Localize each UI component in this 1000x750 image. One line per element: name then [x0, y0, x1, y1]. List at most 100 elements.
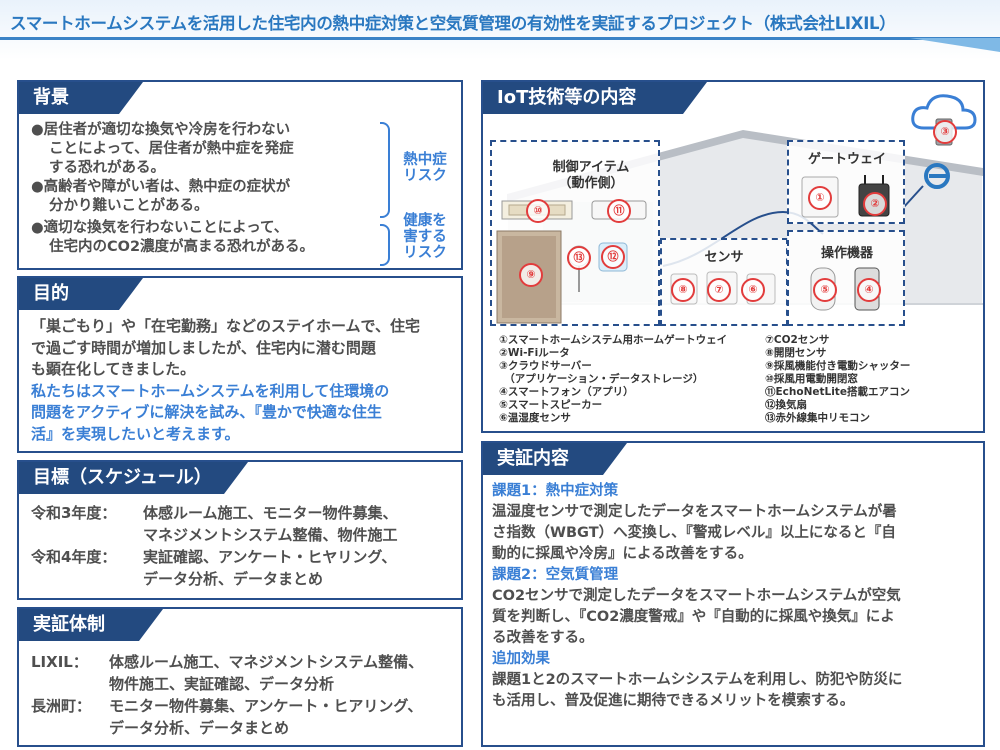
marker-7: ⑦ [707, 278, 731, 302]
risk-text: 害する [403, 229, 447, 245]
purpose-line: で過ごす時間が増加しましたが、住宅内に潜む問題 [31, 338, 376, 357]
marker-3: ③ [933, 120, 957, 144]
marker-1: ① [808, 186, 832, 210]
risk-text: 熱中症 [403, 152, 447, 168]
goal-item: マネジメントシステム整備、物件施工 [143, 526, 398, 544]
legend-item: ⑧開閉センサ [765, 347, 827, 359]
risk-brace-1 [380, 122, 390, 218]
extra-line: も活用し、普及促進に期待できるメリットを模索する。 [492, 693, 855, 709]
structure-item: 物件施工、実証確認、データ分析 [109, 675, 335, 693]
structure-org: 長洲町： [31, 697, 92, 715]
goal-panel: 目標（スケジュール） 令和3年度： 体感ルーム施工、モニター物件募集、 マネジメ… [17, 460, 463, 600]
task1-line: 温湿度センサで測定したデータをスマートホームシステムが暑 [492, 504, 897, 520]
goal-year: 令和4年度： [31, 548, 117, 566]
legend-item: ⑪EchoNetLite搭載エアコン [765, 386, 910, 398]
operation-group [787, 230, 905, 326]
purpose-panel: 目的 「巣ごもり」や「在宅勤務」などのステイホームで、住宅 で過ごす時間が増加し… [17, 276, 463, 453]
task2-title: 課題2：空気質管理 [492, 567, 619, 583]
structure-item: 体感ルーム施工、マネジメントシステム整備、 [109, 653, 424, 671]
cloud-icon [911, 94, 977, 130]
goal-item: データ分析、データまとめ [143, 570, 324, 588]
marker-5: ⑤ [813, 278, 837, 302]
structure-heading: 実証体制 [19, 609, 163, 641]
control-label-line: 制御アイテム [552, 160, 630, 175]
background-panel: 背景 ●居住者が適切な換気や冷房を行わない ことによって、居住者が熱中症を発症 … [17, 80, 463, 270]
demo-panel: 実証内容 課題1：熱中症対策 温湿度センサで測定したデータをスマートホームシステ… [481, 441, 985, 747]
health-risk-label: 健康を 害する リスク [395, 213, 455, 261]
risk-text: 健康を [403, 213, 447, 229]
sensor-label: センサ [704, 250, 744, 265]
background-line: ●居住者が適切な換気や冷房を行わない [31, 122, 291, 138]
marker-6: ⑥ [741, 278, 765, 302]
background-line: 住宅内のCO2濃度が高まる恐れがある。 [49, 239, 315, 255]
legend-item: ⑥温湿度センサ [499, 412, 571, 424]
legend-right: ⑦CO2センサ ⑧開閉センサ ⑨採風機能付き電動シャッター ⑩採風用電動開閉窓 … [765, 334, 910, 425]
task2-line: CO2センサで測定したデータをスマートホームシステムが空気 [492, 588, 901, 604]
task2-line: 質を判断し、『CO2濃度警戒』や『自動的に採風や換気』によ [492, 609, 895, 625]
purpose-heading: 目的 [19, 278, 143, 310]
browser-icon [924, 163, 950, 189]
background-line: 分かり難いことがある。 [49, 198, 209, 214]
task1-title: 課題1：熱中症対策 [492, 483, 619, 499]
purpose-highlight-line: 問題をアクティブに解決を試み、『豊かで快適な住生 [31, 403, 382, 421]
structure-item: データ分析、データまとめ [109, 719, 290, 737]
extra-title: 追加効果 [492, 651, 550, 667]
background-line: する恐れがある。 [49, 160, 165, 176]
task2-line: る改善をする。 [492, 630, 594, 646]
purpose-line: も顕在化してきました。 [31, 360, 196, 378]
marker-9: ⑨ [519, 263, 543, 287]
risk-text: リスク [403, 168, 447, 184]
structure-row: LIXIL： 体感ルーム施工、マネジメントシステム整備、 物件施工、実証確認、デ… [31, 651, 451, 695]
background-bullet-1: ●居住者が適切な換気や冷房を行わない ことによって、居住者が熱中症を発症 する恐… [31, 121, 381, 178]
extra-line: 課題1と2のスマートホームシシステムを利用し、防犯や防災に [492, 672, 903, 688]
goal-row: 令和3年度： 体感ルーム施工、モニター物件募集、 マネジメントシステム整備、物件… [31, 502, 451, 546]
iot-panel: IoT技術等の内容 ③ 制御アイテム （動作側） ⑩ ⑪ ⑨ [481, 80, 985, 433]
demo-heading: 実証内容 [483, 443, 627, 475]
marker-13: ⑬ [567, 246, 591, 270]
purpose-highlight-line: 活』を実現したいと考えます。 [31, 424, 240, 443]
background-body: ●居住者が適切な換気や冷房を行わない ことによって、居住者が熱中症を発症 する恐… [31, 121, 381, 257]
goal-heading: 目標（スケジュール） [19, 462, 248, 494]
legend-item: ⑤スマートスピーカー [499, 399, 603, 411]
legend-item: ③クラウドサーバー [499, 360, 592, 372]
legend-item: （アプリケーション・データストレージ） [499, 373, 704, 385]
goal-item: 実証確認、アンケート・ヒヤリング、 [143, 548, 397, 566]
goal-row: 令和4年度： 実証確認、アンケート・ヒヤリング、 データ分析、データまとめ [31, 546, 451, 590]
demo-body: 課題1：熱中症対策 温湿度センサで測定したデータをスマートホームシステムが暑 さ… [492, 481, 973, 712]
legend-item: ⑫換気扇 [765, 399, 807, 411]
legend-item: ①スマートホームシステム用ホームゲートウェイ [499, 334, 728, 346]
structure-body: LIXIL： 体感ルーム施工、マネジメントシステム整備、 物件施工、実証確認、デ… [31, 651, 451, 739]
background-line: ●適切な換気を行わないことによって、 [31, 220, 289, 236]
goal-body: 令和3年度： 体感ルーム施工、モニター物件募集、 マネジメントシステム整備、物件… [31, 502, 451, 590]
legend-left: ①スマートホームシステム用ホームゲートウェイ ②Wi-Fiルータ ③クラウドサー… [499, 334, 727, 425]
legend-item: ⑬赤外線集中リモコン [765, 412, 870, 424]
control-group-label: 制御アイテム （動作側） [541, 160, 641, 192]
structure-panel: 実証体制 LIXIL： 体感ルーム施工、マネジメントシステム整備、 物件施工、実… [17, 607, 463, 747]
corner-decoration [910, 38, 1000, 52]
legend-item: ⑦CO2センサ [765, 334, 830, 346]
marker-8: ⑧ [671, 278, 695, 302]
goal-item: 体感ルーム施工、モニター物件募集、 [143, 504, 398, 522]
legend-item: ②Wi-Fiルータ [499, 347, 570, 359]
task1-line: さ指数（WBGT）へ変換し、『警戒レベル』以上になると『自 [492, 525, 896, 541]
purpose-line: 「巣ごもり」や「在宅勤務」などのステイホームで、住宅 [31, 317, 420, 335]
background-line: ことによって、居住者が熱中症を発症 [49, 141, 294, 157]
title-band [0, 0, 1000, 60]
title-rule [0, 37, 1000, 40]
structure-item: モニター物件募集、アンケート・ヒアリング、 [109, 697, 423, 715]
task1-line: 動的に採風や冷房』による改善をする。 [492, 546, 753, 562]
legend-item: ⑨採風機能付き電動シャッター [765, 360, 911, 372]
structure-org: LIXIL： [31, 653, 88, 671]
iot-heading: IoT技術等の内容 [483, 82, 707, 114]
operation-label: 操作機器 [820, 246, 873, 261]
marker-4: ④ [857, 278, 881, 302]
marker-2: ② [863, 192, 887, 216]
background-bullet-3: ●適切な換気を行わないことによって、 住宅内のCO2濃度が高まる恐れがある。 [31, 219, 381, 257]
purpose-body: 「巣ごもり」や「在宅勤務」などのステイホームで、住宅 で過ごす時間が増加しました… [31, 316, 451, 445]
legend-item: ④スマートフォン（アプリ） [499, 386, 634, 398]
purpose-highlight-line: 私たちはスマートホームシステムを利用して住環境の [31, 381, 390, 400]
background-heading: 背景 [19, 82, 143, 114]
page-title: スマートホームシステムを活用した住宅内の熱中症対策と空気質管理の有効性を実証する… [10, 14, 896, 33]
marker-10: ⑩ [526, 199, 550, 223]
structure-row: 長洲町： モニター物件募集、アンケート・ヒアリング、 データ分析、データまとめ [31, 695, 451, 739]
